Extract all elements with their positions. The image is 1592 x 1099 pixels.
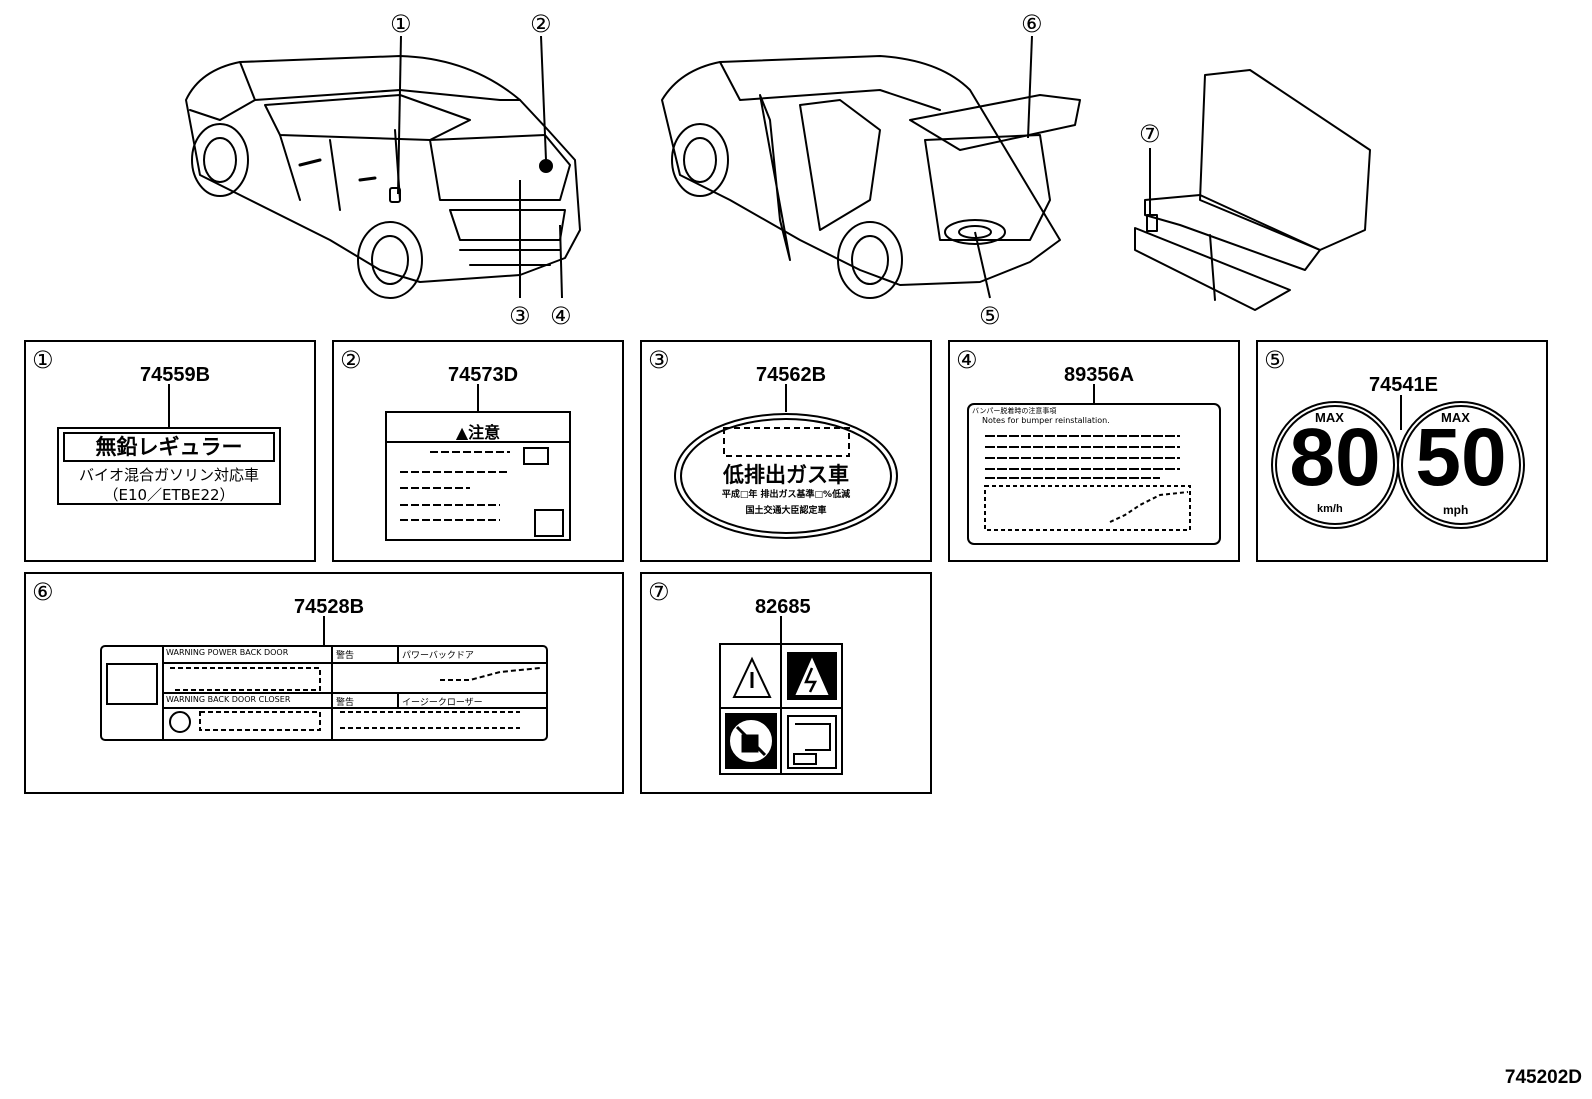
drawing-reference-number: 745202D bbox=[1504, 1067, 1582, 1088]
label6-closer-warning: 警告 bbox=[336, 698, 355, 708]
label-74559B bbox=[57, 384, 281, 505]
panel-3-number: ③ bbox=[648, 346, 670, 374]
vehicle-rear-view bbox=[185, 55, 581, 299]
label-74573D bbox=[385, 384, 571, 541]
callout-4-bottom: ④ bbox=[550, 302, 572, 330]
label-74562B bbox=[674, 384, 898, 539]
vehicle1-callouts bbox=[397, 35, 563, 299]
panel-4-code: 89356A bbox=[1064, 364, 1135, 386]
label6-power-door-jp: パワーバックドア bbox=[402, 651, 474, 661]
panel-7-code: 82685 bbox=[755, 596, 811, 618]
speed-mph-unit: mph bbox=[1443, 503, 1469, 517]
speed-kmh-value: 80 bbox=[1289, 412, 1381, 503]
panel-7-number: ⑦ bbox=[648, 578, 670, 606]
vehicle2-callouts bbox=[974, 35, 1033, 299]
panel-2-code: 74573D bbox=[448, 364, 519, 386]
panel-6-code: 74528B bbox=[294, 596, 365, 618]
rear-seat-view bbox=[1134, 69, 1371, 311]
label6-closer-jp: イージークローザー bbox=[402, 698, 483, 708]
label4-title-en: Notes for bumper reinstallation. bbox=[982, 416, 1110, 425]
label3-certification: 国土交通大臣認定車 bbox=[745, 506, 827, 516]
label4-title-jp: バンパー脱着時の注意事項 bbox=[972, 407, 1057, 415]
panel-2-number: ② bbox=[340, 346, 362, 374]
label3-emission-standard: 平成□年 排出ガス基準□%低減 bbox=[721, 490, 851, 500]
label2-caution-header: ▲注意 bbox=[455, 423, 501, 442]
label-74541E bbox=[1271, 395, 1525, 529]
speed-mph-value: 50 bbox=[1415, 412, 1507, 503]
panel-5-number: ⑤ bbox=[1264, 346, 1286, 374]
callout-3-bottom: ③ bbox=[509, 302, 531, 330]
panel-6-number: ⑥ bbox=[32, 578, 54, 606]
speed-kmh-unit: km/h bbox=[1317, 503, 1343, 515]
speed-kmh-max: MAX bbox=[1315, 410, 1344, 425]
label1-bio-fuel: バイオ混合ガソリン対応車 bbox=[78, 466, 259, 484]
speed-mph-max: MAX bbox=[1441, 410, 1470, 425]
panel-3-code: 74562B bbox=[756, 364, 827, 386]
panel-frames bbox=[24, 340, 1548, 794]
panel-1-code: 74559B bbox=[140, 364, 211, 386]
vehicle-open-doors-view bbox=[661, 55, 1081, 299]
label6-closer-en: WARNING BACK DOOR CLOSER bbox=[166, 695, 291, 704]
label1-blend-spec: （E10／ETBE22） bbox=[103, 486, 235, 504]
panel-5-code: 74541E bbox=[1369, 374, 1438, 396]
callout-5-bottom: ⑤ bbox=[979, 302, 1001, 330]
label6-power-door-warning: 警告 bbox=[336, 651, 355, 661]
label6-power-door-en: WARNING POWER BACK DOOR bbox=[166, 648, 289, 657]
label-82685 bbox=[719, 616, 843, 775]
panel-1-number: ① bbox=[32, 346, 54, 374]
callout-2-top: ② bbox=[530, 10, 552, 38]
label-74528B bbox=[100, 616, 548, 741]
callout-7-top: ⑦ bbox=[1139, 120, 1161, 148]
label3-low-emission: 低排出ガス車 bbox=[723, 463, 849, 487]
callout-1-top: ① bbox=[390, 10, 412, 38]
label1-fuel-type: 無鉛レギュラー bbox=[95, 435, 243, 459]
callout-6-top: ⑥ bbox=[1021, 10, 1043, 38]
panel-4-number: ④ bbox=[956, 346, 978, 374]
label-89356A bbox=[967, 384, 1221, 545]
